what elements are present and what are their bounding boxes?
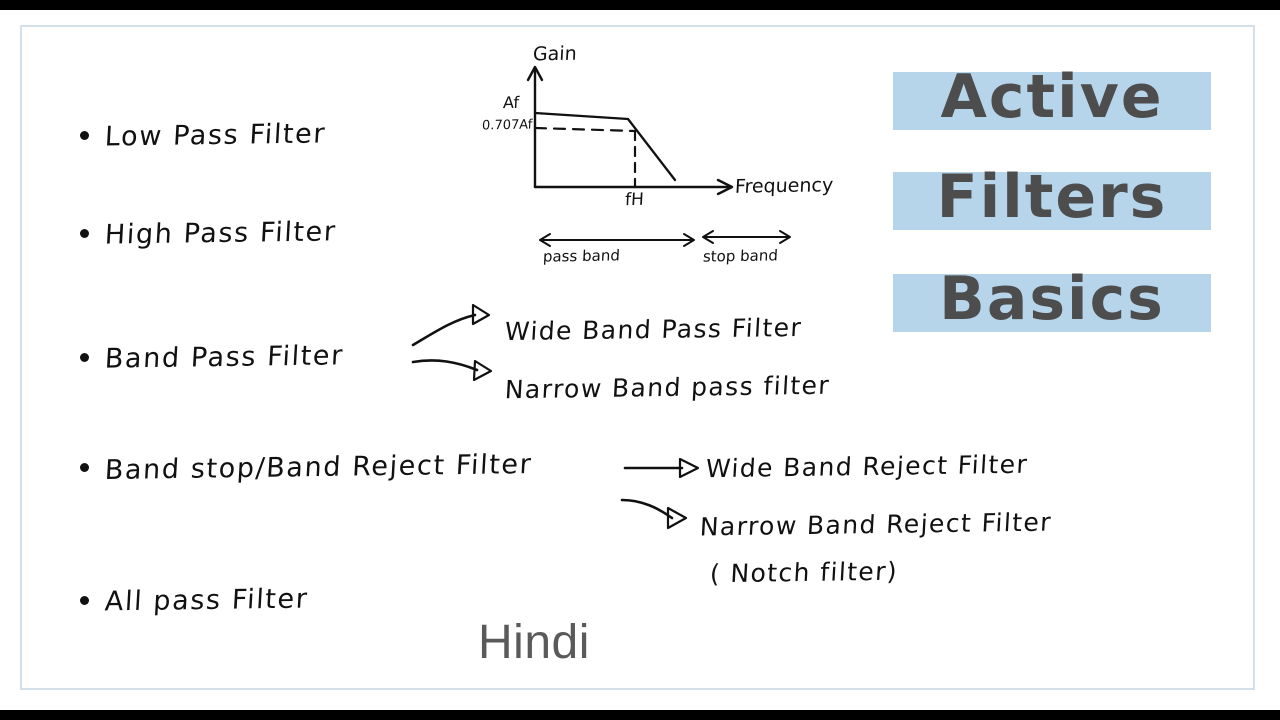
title-line-active: Active (893, 67, 1211, 130)
list-item-label: High Pass Filter (104, 216, 338, 251)
title-line-text: Active (940, 62, 1164, 132)
title-line-text: Basics (939, 264, 1165, 334)
graph-ytick-af: Af (502, 92, 520, 113)
graph-xlabel: Frequency (734, 174, 834, 198)
list-item: All pass Filter (80, 583, 310, 618)
graph-ytick-0707af: 0.707Af (481, 117, 533, 134)
list-item: Low Pass Filter (80, 118, 327, 153)
list-item-label: Low Pass Filter (104, 118, 327, 153)
list-item-label: Band Pass Filter (104, 340, 345, 375)
title-line-basics: Basics (893, 269, 1211, 332)
list-item-label: Band stop/Band Reject Filter (103, 449, 534, 486)
slide-canvas: Low Pass Filter High Pass Filter Band Pa… (0, 10, 1280, 710)
slide-title: Active Filters Basics (893, 62, 1223, 347)
title-line-text: Filters (936, 162, 1168, 232)
branch-label-wide-band-reject: Wide Band Reject Filter (705, 449, 1029, 484)
bullet-dot-icon (80, 131, 89, 140)
graph-annotation-stop-band: stop band (702, 246, 779, 266)
list-item: High Pass Filter (80, 216, 338, 251)
title-line-filters: Filters (893, 167, 1211, 230)
graph-annotation-pass-band: pass band (542, 246, 621, 266)
bullet-dot-icon (80, 353, 89, 362)
graph-ylabel: Gain (532, 42, 578, 66)
list-item-label: All pass Filter (104, 583, 310, 618)
filter-response-graph: Gain Frequency Af 0.707Af fH pass band s… (470, 35, 850, 285)
bullet-dot-icon (80, 463, 89, 472)
list-item: Band Pass Filter (80, 340, 345, 375)
branch-label-wide-band-pass: Wide Band Pass Filter (504, 312, 803, 347)
language-note: Hindi (478, 616, 590, 669)
band-pass-branch-arrows (411, 303, 493, 382)
branch-label-notch-filter: ( Notch filter) (709, 556, 899, 589)
band-stop-branch-arrows (620, 457, 700, 530)
bullet-dot-icon (80, 596, 89, 605)
slide-border-frame (20, 25, 1255, 690)
list-item: Band stop/Band Reject Filter (80, 449, 534, 486)
branch-label-narrow-band-reject: Narrow Band Reject Filter (699, 507, 1053, 542)
branch-label-narrow-band-pass: Narrow Band pass filter (504, 370, 831, 405)
graph-xtick-fh: fH (624, 189, 645, 211)
bullet-dot-icon (80, 229, 89, 238)
